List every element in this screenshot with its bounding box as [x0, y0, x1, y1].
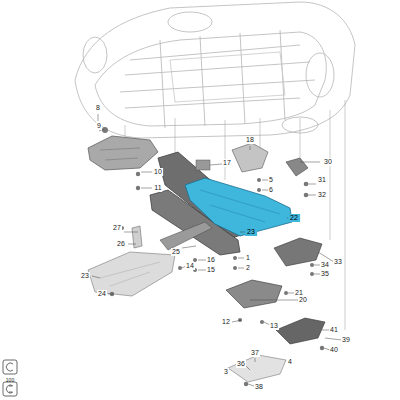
callout-number: 18: [245, 136, 255, 144]
callout-number: 41: [329, 326, 339, 334]
panel-right: [233, 238, 322, 276]
callout-number: 37: [250, 349, 260, 357]
callout-number: 22: [288, 214, 300, 222]
icon-text: 100: [5, 377, 15, 383]
guide-lines: [125, 100, 345, 330]
panel-right-lower: [276, 318, 325, 350]
callout-number: 40: [329, 346, 339, 354]
callout-number: 36: [236, 360, 246, 368]
callout-number: 4: [287, 358, 293, 366]
plate-bottom: [228, 355, 286, 386]
callout-number: 32: [317, 191, 327, 199]
callout-number: 13: [269, 322, 279, 330]
car-body: [75, 2, 355, 138]
callout-number: 23: [245, 228, 257, 236]
leader-lines: [92, 114, 342, 386]
panel-centre-lower: [226, 280, 288, 324]
callout-number: 26: [116, 240, 126, 248]
callout-number: 15: [206, 266, 216, 274]
callout-number: 30: [323, 158, 333, 166]
callout-number: 23: [80, 272, 90, 280]
callout-number: 33: [333, 258, 343, 266]
callout-number: 11: [153, 184, 162, 192]
bracket-top: [196, 143, 268, 192]
callout-number: 31: [317, 176, 327, 184]
engine-undertray: [88, 127, 158, 190]
callout-number: 27: [112, 224, 122, 232]
callout-number: 24: [97, 290, 107, 298]
callout-number: 12: [221, 318, 231, 326]
callout-number: 8: [95, 104, 101, 112]
callout-number: 20: [298, 296, 308, 304]
clips-right: [286, 158, 308, 197]
callout-number: 14: [185, 262, 195, 270]
callout-number: 9: [96, 122, 102, 130]
callout-number: 39: [341, 336, 351, 344]
callout-number: 2: [245, 264, 251, 272]
callout-number: 16: [206, 256, 216, 264]
callout-number: 1: [245, 254, 251, 262]
callout-number: 34: [320, 261, 330, 269]
symbol-icons: [3, 360, 17, 396]
callout-number: 38: [254, 383, 264, 391]
callout-number: 6: [268, 186, 274, 194]
callout-number: 25: [171, 248, 181, 256]
callout-number: 3: [223, 368, 229, 376]
callout-number: 17: [222, 159, 232, 167]
callout-number: 10: [153, 168, 163, 176]
callout-number: 5: [268, 176, 274, 184]
callout-number: 35: [320, 270, 330, 278]
